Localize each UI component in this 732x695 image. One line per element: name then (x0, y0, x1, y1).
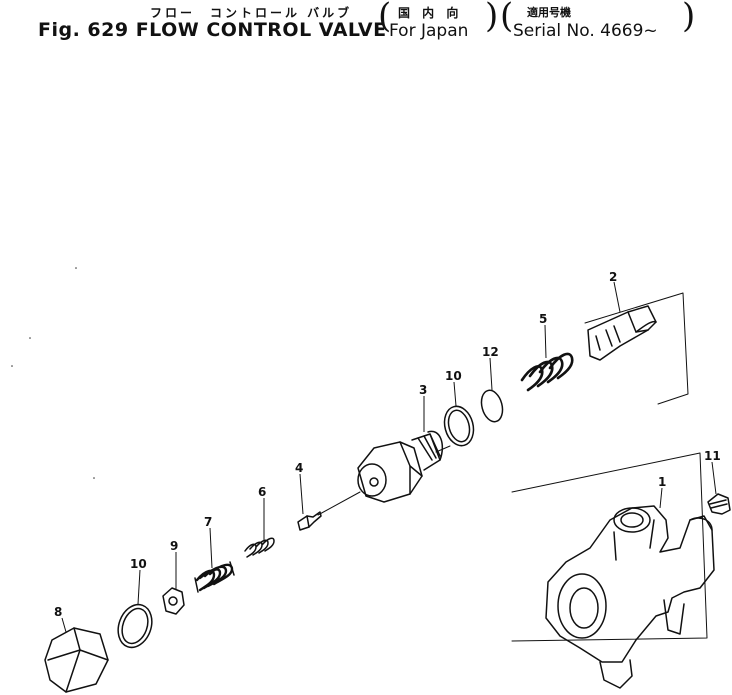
part-7-spring (194, 561, 235, 593)
label-part-7: 7 (204, 515, 212, 529)
leader-5 (544, 324, 547, 359)
label-part-5: 5 (539, 312, 547, 326)
label-part-4: 4 (295, 461, 303, 475)
label-part-12: 12 (482, 345, 499, 359)
part-12-backup-ring (480, 389, 504, 423)
japanese-serial-label: 適用号機 (527, 6, 571, 19)
paren-close-japan: ) (485, 0, 499, 36)
paren-open-japan: ( (378, 0, 392, 36)
leader-7 (209, 527, 213, 569)
part-2-spool (587, 305, 657, 361)
body-outline-plane (511, 452, 708, 642)
label-part-2: 2 (609, 270, 617, 284)
label-part-6: 6 (258, 485, 266, 499)
part-8-hex-plug (44, 627, 109, 693)
part-6-small-spring (244, 537, 275, 558)
part-5-spring (520, 352, 574, 392)
japanese-title: フロー コントロール バルブ (150, 6, 353, 20)
label-part-1: 1 (658, 475, 666, 489)
leader-12 (489, 357, 493, 391)
leader-10a (137, 569, 141, 605)
leader-8 (61, 617, 67, 633)
spool-outline-plane (584, 292, 689, 405)
figure-title: Fig. 629 FLOW CONTROL VALVE (38, 19, 387, 41)
part-4-needle (297, 511, 322, 531)
paren-close-serial: ) (682, 0, 696, 36)
label-part-11: 11 (704, 449, 721, 463)
part-1-valve-body (545, 505, 715, 689)
label-part-3: 3 (419, 383, 427, 397)
paren-open-serial: ( (500, 0, 514, 36)
japanese-domestic-label: 国 内 向 (398, 6, 463, 20)
part-11-plug-screw (707, 493, 731, 515)
label-part-9: 9 (170, 539, 178, 553)
label-part-8: 8 (54, 605, 62, 619)
leader-4 (299, 473, 304, 515)
leader-2 (613, 281, 621, 313)
leader-11 (711, 461, 717, 495)
part-9-nut (162, 587, 185, 615)
part-10-o-ring-lower (117, 603, 153, 649)
assembly-axis-line (317, 491, 361, 516)
label-part-10-lower: 10 (130, 557, 147, 571)
scan-specks (11, 267, 95, 479)
leader-10b (453, 381, 457, 407)
leader-1 (659, 487, 663, 509)
part-10-o-ring-upper (443, 405, 475, 447)
part-3-seat (357, 430, 444, 503)
label-part-10-upper: 10 (445, 369, 462, 383)
serial-number-label: Serial No. 4669~ (513, 21, 658, 41)
for-japan-label: For Japan (389, 21, 469, 41)
